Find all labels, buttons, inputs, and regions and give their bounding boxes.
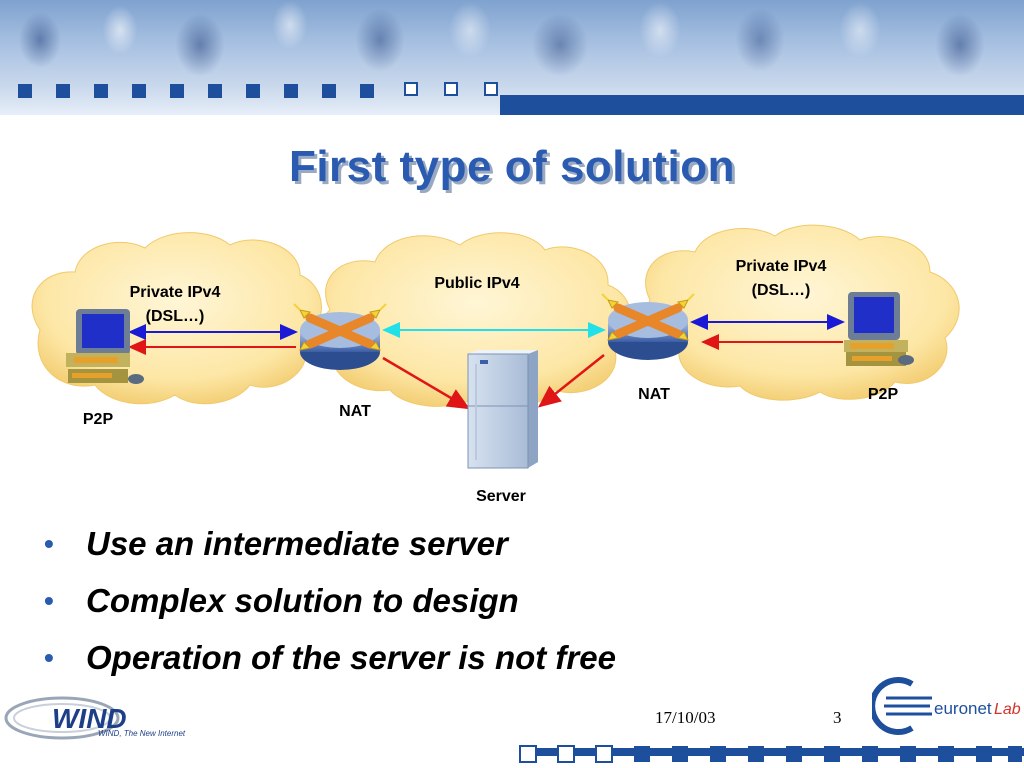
footer-date: 17/10/03 xyxy=(655,708,716,727)
cloud-right xyxy=(645,224,960,401)
footer-squares xyxy=(519,745,1024,763)
svg-text:euronet: euronet xyxy=(934,699,992,718)
bullet-dot-icon: • xyxy=(44,528,54,559)
bullet-dot-icon: • xyxy=(44,642,54,673)
euronet-lab-logo: euronet Lab xyxy=(872,677,1021,735)
footer-page-number: 3 xyxy=(833,708,842,727)
banner-square xyxy=(208,84,222,98)
cloud-left-label-line2: (DSL…) xyxy=(146,308,205,325)
banner-photo xyxy=(0,0,1024,95)
banner-square xyxy=(404,82,418,96)
cloud-left-label-line1: Private IPv4 xyxy=(130,284,221,301)
banner-square xyxy=(132,84,146,98)
slide-title: First type of solution xyxy=(288,142,736,191)
router-icon xyxy=(293,303,387,370)
cloud-right-label-line1: Private IPv4 xyxy=(736,258,827,275)
computer-icon xyxy=(66,309,144,384)
svg-text:WIND: WIND xyxy=(52,703,127,734)
server-icon xyxy=(467,350,538,469)
banner-square xyxy=(18,84,32,98)
header-banner xyxy=(0,0,1024,115)
banner-square xyxy=(94,84,108,98)
bullet-dot-icon: • xyxy=(44,585,54,616)
bullet-item: • Use an intermediate server xyxy=(44,522,616,579)
banner-square xyxy=(360,84,374,98)
network-diagram: Private IPv4 (DSL…) Public IPv4 Private … xyxy=(31,224,960,505)
bullet-list: • Use an intermediate server • Complex sol… xyxy=(44,522,616,693)
computer-icon xyxy=(844,292,914,366)
node-label-right-p2p: P2P xyxy=(868,386,899,403)
banner-square xyxy=(56,84,70,98)
node-label-right-nat: NAT xyxy=(638,386,670,403)
bullet-text: Operation of the server is not free xyxy=(86,639,616,676)
bullet-item: • Complex solution to design xyxy=(44,579,616,636)
banner-square xyxy=(170,84,184,98)
wind-logo: WIND WIND, The New Internet xyxy=(4,696,186,740)
router-icon xyxy=(601,293,695,360)
link-red-to-server-right xyxy=(538,354,605,408)
svg-text:WIND, The New Internet: WIND, The New Internet xyxy=(98,729,186,738)
svg-text:Lab: Lab xyxy=(994,701,1021,718)
banner-square xyxy=(444,82,458,96)
bullet-text: Use an intermediate server xyxy=(86,525,508,562)
banner-square xyxy=(246,84,260,98)
link-red-to-server-left xyxy=(382,356,471,410)
bullet-item: • Operation of the server is not free xyxy=(44,636,616,693)
banner-square xyxy=(484,82,498,96)
cloud-center-label: Public IPv4 xyxy=(434,275,519,292)
bullet-text: Complex solution to design xyxy=(86,582,519,619)
banner-square xyxy=(322,84,336,98)
node-label-server: Server xyxy=(476,488,526,505)
cloud-right-label-line2: (DSL…) xyxy=(752,282,811,299)
node-label-left-nat: NAT xyxy=(339,403,371,420)
banner-square xyxy=(284,84,298,98)
node-label-left-p2p: P2P xyxy=(83,411,114,428)
banner-stripe xyxy=(500,95,1024,115)
